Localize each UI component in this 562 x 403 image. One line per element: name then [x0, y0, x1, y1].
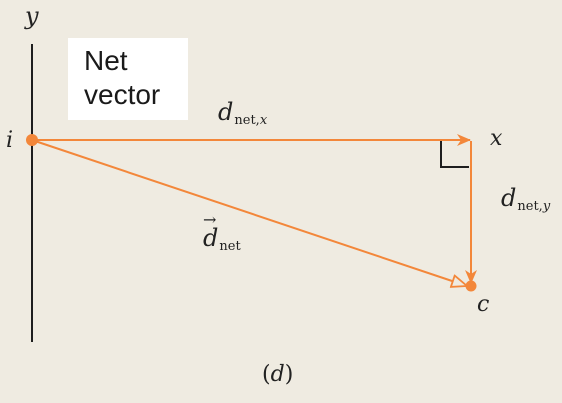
d-net-vector: [31, 139, 467, 286]
right-angle-marker: [440, 140, 469, 168]
box-line-2: vector: [84, 79, 161, 110]
d-net-y-sub-b: y: [542, 199, 551, 214]
net-vector-label-box: Net vector: [68, 38, 188, 120]
d-net-x-sub-a: net,: [234, 113, 260, 128]
y-axis-label: y: [25, 2, 39, 30]
d-net-y-main: d: [501, 184, 517, 212]
point-i-label: i: [6, 128, 14, 153]
d-net-y-label: dnet,y: [501, 184, 550, 214]
point-i: [26, 134, 38, 146]
d-net-x-label: dnet,x: [218, 98, 267, 128]
d-net-x-sub-b: x: [259, 113, 268, 128]
d-net-main: d: [203, 224, 219, 252]
d-net-y-sub-a: net,: [517, 199, 543, 214]
figure-caption: (d): [262, 362, 294, 387]
x-axis-label: x: [490, 126, 503, 151]
vector-arrow-icon: →: [203, 210, 217, 229]
d-net-x-main: d: [218, 98, 234, 126]
d-net-label: →dnet: [203, 210, 241, 254]
point-c-label: c: [477, 292, 490, 317]
box-line-1: Net: [84, 45, 128, 76]
d-net-sub: net: [219, 239, 241, 254]
point-c: [465, 280, 477, 292]
